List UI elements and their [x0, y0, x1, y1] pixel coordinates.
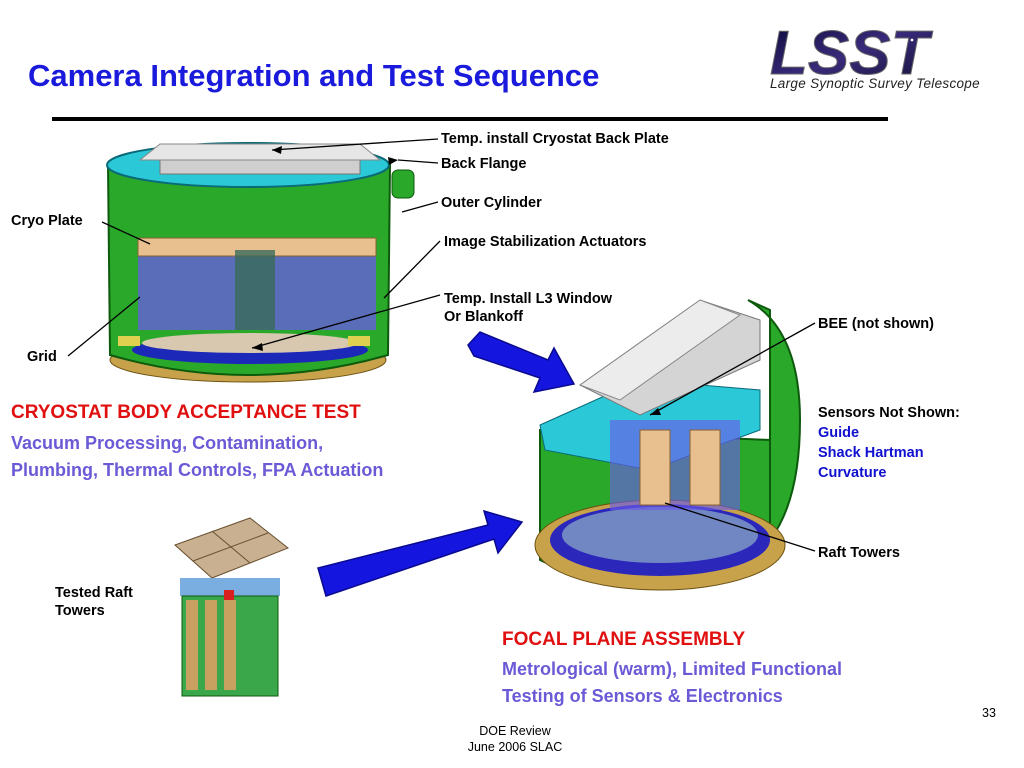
fpa-description: Metrological (warm), Limited Functional … [502, 656, 842, 710]
fpa-line2: Testing of Sensors & Electronics [502, 686, 783, 706]
logo-subtitle: Large Synoptic Survey Telescope [770, 76, 980, 91]
cryostat-description: Vacuum Processing, Contamination, Plumbi… [11, 430, 383, 484]
callout-raft-towers: Raft Towers [818, 545, 900, 561]
callout-tested-raft-line2: Towers [55, 603, 105, 619]
callout-tested-raft-line1: Tested Raft [55, 585, 133, 601]
callout-l3-window-line2: Or Blankoff [444, 309, 523, 325]
callout-back-flange: Back Flange [441, 156, 527, 172]
page-number: 33 [982, 706, 996, 720]
callout-cryo-plate: Cryo Plate [11, 213, 83, 229]
page-title: Camera Integration and Test Sequence [28, 58, 600, 93]
callout-outer-cylinder: Outer Cylinder [441, 195, 542, 211]
callout-isa: Image Stabilization Actuators [444, 234, 647, 250]
raft-tower-model [174, 517, 289, 697]
callout-l3-window: Temp. Install L3 Window Or Blankoff [444, 290, 612, 326]
callout-l3-window-line1: Temp. Install L3 Window [444, 291, 612, 307]
cryostat-line2: Plumbing, Thermal Controls, FPA Actuatio… [11, 460, 384, 480]
sensor-item-shack-hartman: Shack Hartman [818, 445, 924, 461]
fpa-line1: Metrological (warm), Limited Functional [502, 659, 843, 679]
footer-line2: June 2006 SLAC [467, 740, 563, 754]
footer: DOE Review June 2006 SLAC [440, 723, 590, 755]
sensors-list: Sensors Not Shown: Guide Shack Hartman C… [818, 403, 960, 483]
fpa-heading: FOCAL PLANE ASSEMBLY [502, 629, 746, 650]
cryostat-heading: CRYOSTAT BODY ACCEPTANCE TEST [11, 402, 361, 423]
svg-text:LSST: LSST [770, 22, 934, 88]
sensor-item-guide: Guide [818, 425, 860, 441]
callout-bee: BEE (not shown) [818, 316, 934, 332]
callout-grid: Grid [27, 349, 57, 365]
cryostat-model [106, 142, 415, 383]
callout-back-plate: Temp. install Cryostat Back Plate [441, 131, 669, 147]
lsst-logo: LSST [770, 22, 964, 89]
callout-tested-raft: Tested Raft Towers [55, 584, 133, 620]
leader-lines [67, 138, 816, 552]
footer-line1: DOE Review [479, 724, 551, 738]
title-divider [52, 117, 888, 121]
focal-plane-model [534, 299, 802, 591]
cryostat-line1: Vacuum Processing, Contamination, [11, 433, 324, 453]
sensors-heading: Sensors Not Shown: [818, 405, 960, 421]
sensor-item-curvature: Curvature [818, 465, 887, 481]
flow-arrows [317, 331, 576, 597]
